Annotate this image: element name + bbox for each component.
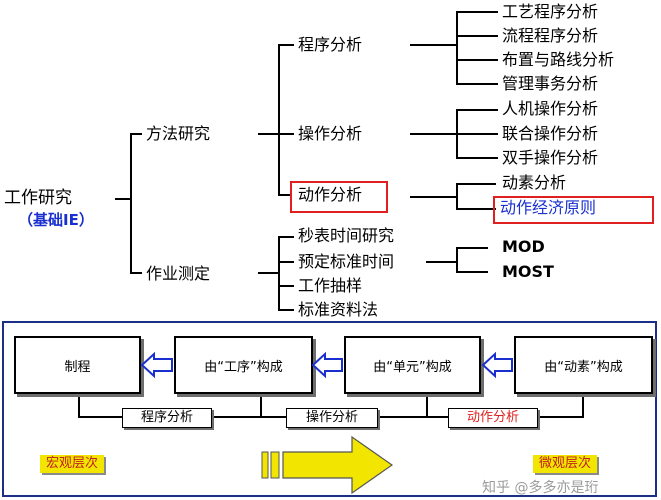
left-arrow-icon bbox=[481, 351, 513, 379]
connector bbox=[456, 157, 498, 159]
leaf-node: 动素分析 bbox=[502, 173, 567, 192]
connector bbox=[130, 133, 142, 135]
connector bbox=[426, 261, 458, 263]
hierarchy-panel bbox=[2, 321, 657, 497]
connector bbox=[456, 109, 498, 111]
leaf-node: 预定标准时间 bbox=[298, 252, 395, 271]
level-box-label: 由“动素”构成 bbox=[544, 359, 623, 375]
connector bbox=[456, 83, 498, 85]
left-arrow-icon bbox=[140, 351, 173, 379]
connector bbox=[410, 133, 458, 135]
motion-analysis-highlight bbox=[290, 181, 388, 213]
connector bbox=[456, 11, 498, 13]
connector bbox=[130, 272, 142, 274]
connector bbox=[278, 236, 280, 311]
leaf-node: 管理事务分析 bbox=[502, 74, 599, 93]
leaf-node: 工艺程序分析 bbox=[502, 2, 599, 21]
work-measurement-node: 作业测定 bbox=[146, 264, 211, 283]
leaf-node: 人机操作分析 bbox=[502, 99, 599, 118]
level-box-therblig: 由“动素”构成 bbox=[514, 336, 653, 394]
leaf-node: 布置与路线分析 bbox=[502, 50, 615, 69]
connector bbox=[456, 247, 458, 273]
arrow-stripe bbox=[261, 451, 269, 479]
connector bbox=[456, 133, 498, 135]
leaf-node: 工作抽样 bbox=[298, 276, 363, 295]
connector bbox=[278, 133, 294, 135]
level-box-unit: 由“单元”构成 bbox=[344, 336, 481, 394]
leaf-node: 秒表时间研究 bbox=[298, 226, 395, 245]
connector bbox=[456, 183, 496, 185]
motion-economy-highlight bbox=[493, 196, 654, 224]
most-node: MOST bbox=[502, 262, 554, 281]
arrow-stripe bbox=[270, 451, 280, 479]
connector bbox=[278, 44, 280, 196]
operation-analysis-label: 操作分析 bbox=[286, 408, 378, 428]
connector bbox=[258, 133, 280, 135]
connector bbox=[456, 59, 498, 61]
connector bbox=[410, 44, 458, 46]
connector bbox=[456, 11, 458, 84]
root-node-subtitle: （基础IE） bbox=[18, 211, 94, 229]
connector bbox=[456, 208, 496, 210]
connector bbox=[456, 271, 488, 273]
leaf-node: 流程程序分析 bbox=[502, 26, 599, 45]
level-box-process: 制程 bbox=[14, 336, 141, 394]
root-node: 工作研究 bbox=[4, 188, 72, 208]
motion-analysis-label: 动作分析 bbox=[448, 408, 538, 428]
connector bbox=[278, 309, 294, 311]
connector bbox=[410, 196, 458, 198]
connector bbox=[456, 247, 488, 249]
micro-level-tag: 微观层次 bbox=[533, 455, 598, 473]
left-arrow-icon bbox=[311, 351, 343, 379]
watermark: 知乎 @多多亦是珩 bbox=[482, 480, 599, 496]
connector bbox=[115, 198, 132, 200]
operation-analysis-node: 操作分析 bbox=[298, 124, 363, 143]
connector bbox=[278, 236, 294, 238]
macro-level-tag: 宏观层次 bbox=[40, 455, 105, 473]
connector bbox=[456, 35, 498, 37]
motion-analysis-node: 动作分析 bbox=[298, 185, 363, 204]
connector bbox=[278, 261, 294, 263]
connector bbox=[278, 194, 292, 196]
connector bbox=[456, 183, 458, 210]
connector bbox=[278, 44, 294, 46]
leaf-node: 联合操作分析 bbox=[502, 124, 599, 143]
level-box-label: 由“工序”构成 bbox=[204, 359, 283, 375]
level-box-label: 制程 bbox=[64, 359, 91, 375]
level-box-label: 由“单元”构成 bbox=[373, 359, 452, 375]
connector bbox=[278, 285, 294, 287]
leaf-node: 标准资料法 bbox=[298, 300, 379, 319]
method-study-node: 方法研究 bbox=[146, 124, 211, 143]
leaf-node: 双手操作分析 bbox=[502, 148, 599, 167]
connector bbox=[258, 272, 280, 274]
process-analysis-node: 程序分析 bbox=[298, 35, 363, 54]
connector bbox=[130, 133, 132, 274]
mod-node: MOD bbox=[502, 237, 545, 256]
process-analysis-label: 程序分析 bbox=[122, 408, 212, 428]
right-arrow-icon bbox=[282, 435, 394, 495]
motion-economy-node: 动作经济原则 bbox=[500, 198, 597, 217]
